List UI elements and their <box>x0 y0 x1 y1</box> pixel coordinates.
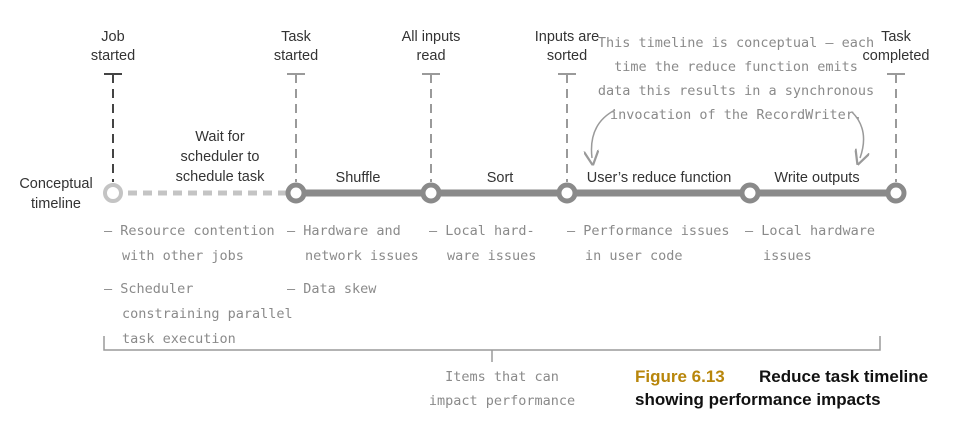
annotation-line: time the reduce function emits <box>614 59 858 75</box>
bracket-label-line: Items that can <box>445 369 559 385</box>
issue-line: network issues <box>305 248 419 264</box>
issue-line: – Hardware and <box>287 223 401 239</box>
milestone-label-line: completed <box>863 48 930 64</box>
milestone-markers <box>104 73 905 182</box>
milestone-inputs-sorted: Inputs are sorted <box>535 29 600 64</box>
milestone-label-line: sorted <box>547 48 587 64</box>
annotation-line: invocation of the RecordWriter. <box>610 107 862 123</box>
wait-for-scheduler-label: Wait for scheduler to schedule task <box>176 129 265 185</box>
phase-labels: Shuffle Sort User’s reduce function Writ… <box>336 170 860 186</box>
timeline-label-line: timeline <box>31 196 81 212</box>
issue-line: – Local hardware <box>745 223 875 239</box>
phase-shuffle-label: Shuffle <box>336 170 381 186</box>
wait-label-line: Wait for <box>195 129 245 145</box>
figure-caption-line: showing performance impacts <box>635 390 881 409</box>
phase-write-outputs-label: Write outputs <box>774 170 859 186</box>
milestone-label-line: Task <box>281 29 312 45</box>
milestone-label-line: started <box>91 48 135 64</box>
wait-label-line: scheduler to <box>181 149 260 165</box>
issues-wait: – Resource contention with other jobs – … <box>104 223 293 347</box>
annotation-arrow-left <box>591 109 616 158</box>
issue-line: ware issues <box>447 248 536 264</box>
milestone-task-completed: Task completed <box>863 29 930 64</box>
issue-line: – Performance issues <box>567 223 730 239</box>
milestone-label-line: Inputs are <box>535 29 600 45</box>
milestone-task-started: Task started <box>274 29 318 64</box>
issue-line: issues <box>763 248 812 264</box>
issue-line: – Resource contention <box>104 223 275 239</box>
phase-sort-label: Sort <box>487 170 514 186</box>
annotation-line: This timeline is conceptual – each <box>598 35 874 51</box>
timeline-label: Conceptual timeline <box>19 176 92 212</box>
issue-line: with other jobs <box>122 248 244 264</box>
timeline-node <box>285 182 307 204</box>
milestone-all-inputs-read: All inputs read <box>402 29 461 64</box>
milestone-job-started: Job started <box>91 29 135 64</box>
bracket-label-line: impact performance <box>429 393 575 409</box>
figure-number: Figure 6.13 <box>635 367 725 386</box>
conceptual-annotation: This timeline is conceptual – each time … <box>591 35 874 158</box>
timeline <box>103 182 907 204</box>
timeline-node <box>420 182 442 204</box>
milestone-label-line: Job <box>101 29 124 45</box>
issues-sort: – Local hard- ware issues <box>429 223 536 264</box>
figure-caption-line: Reduce task timeline <box>759 367 928 386</box>
issue-line: in user code <box>585 248 683 264</box>
issue-line: – Data skew <box>287 281 377 297</box>
issues-write: – Local hardware issues <box>745 223 875 264</box>
issues-reduce: – Performance issues in user code <box>567 223 730 264</box>
figure-caption: Figure 6.13 Reduce task timeline showing… <box>635 367 928 409</box>
phase-reduce-label: User’s reduce function <box>587 170 732 186</box>
timeline-node <box>739 182 761 204</box>
issues-shuffle: – Hardware and network issues – Data ske… <box>287 223 419 297</box>
issue-line: constraining parallel <box>122 306 293 322</box>
milestone-label-line: Task <box>881 29 912 45</box>
bracket-label: Items that can impact performance <box>429 369 575 409</box>
timeline-label-line: Conceptual <box>19 176 92 192</box>
timeline-node <box>103 183 123 203</box>
timeline-node <box>885 182 907 204</box>
milestone-label-line: read <box>416 48 445 64</box>
milestone-label-line: started <box>274 48 318 64</box>
wait-label-line: schedule task <box>176 169 265 185</box>
issue-line: – Local hard- <box>429 223 535 239</box>
issue-line: task execution <box>122 331 236 347</box>
annotation-arrow-right <box>851 111 864 158</box>
annotation-line: data this results in a synchronous <box>598 83 874 99</box>
issue-line: – Scheduler <box>104 281 193 297</box>
timeline-node <box>556 182 578 204</box>
milestone-label-line: All inputs <box>402 29 461 45</box>
